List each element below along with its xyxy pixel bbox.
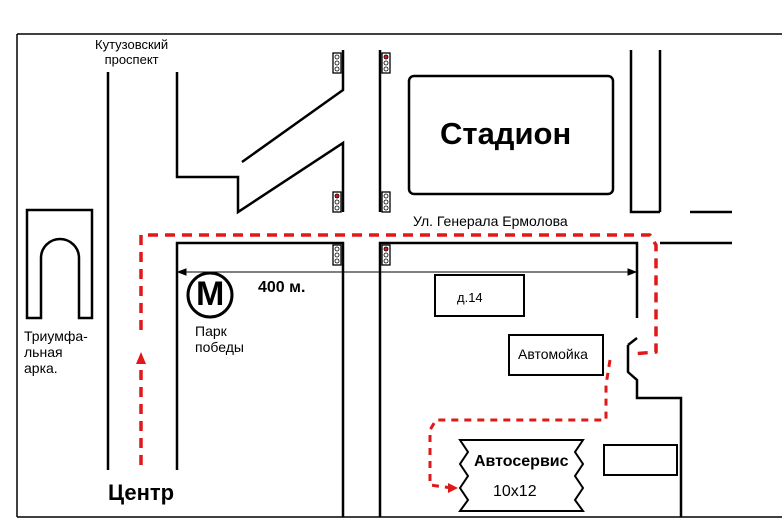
park-label: Парк победы: [195, 323, 244, 356]
traffic-light-icon: [381, 244, 391, 266]
road-network: [106, 50, 732, 517]
carwash-building: [508, 334, 604, 376]
metro-letter: M: [196, 275, 225, 313]
street-label-ermolova: Ул. Генерала Ермолова: [413, 213, 568, 229]
stadium-block: [407, 74, 615, 196]
building-14: [434, 274, 525, 317]
small-building: [603, 444, 678, 476]
metro-icon: [186, 271, 234, 319]
arrow-right-icon: [448, 483, 458, 493]
center-label: Центр: [108, 480, 175, 505]
distance-label: 400 м.: [258, 279, 306, 296]
traffic-light-icon: [381, 52, 391, 74]
service-label: Автосервис: [474, 453, 569, 470]
arrow-up-icon: [136, 352, 146, 364]
building-14-label: д.14: [457, 290, 483, 305]
distance-measure: [176, 268, 638, 276]
triumphal-arch: [25, 208, 94, 320]
stadium-label: Стадион: [440, 116, 572, 151]
arch-label: Триумфа- льная арка.: [24, 328, 88, 377]
traffic-light-icon: [332, 191, 342, 213]
traffic-light-icon: [332, 244, 342, 266]
service-size-label: 10x12: [493, 483, 537, 500]
map-frame: [16, 33, 782, 518]
street-label-kutuzovsky: Кутузовский проспект: [95, 37, 169, 67]
traffic-light-icon: [332, 52, 342, 74]
service-building: [458, 439, 585, 512]
carwash-label: Автомойка: [518, 346, 588, 362]
traffic-light-icon: [381, 191, 391, 213]
traffic-lights: [332, 52, 391, 266]
route-path: [139, 233, 658, 465]
